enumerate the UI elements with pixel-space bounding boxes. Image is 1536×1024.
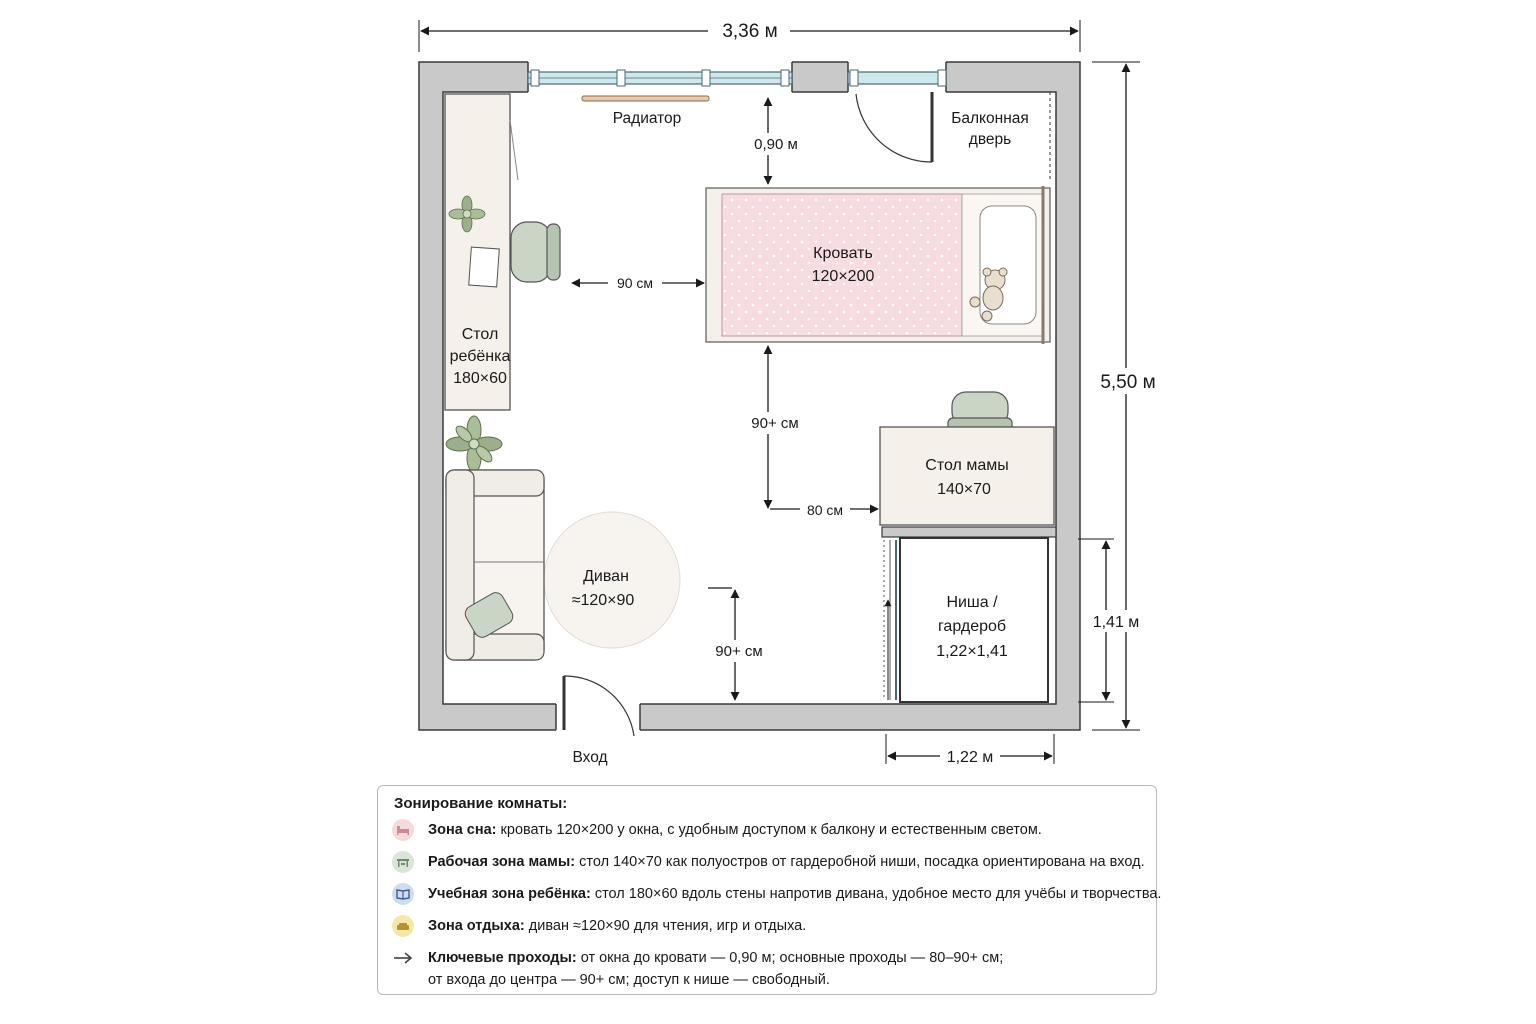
sofa-icon xyxy=(392,915,414,937)
niche-label-1: Ниша / xyxy=(946,594,998,611)
dim-niche-height: 1,41 м xyxy=(1078,538,1144,703)
dim-window-bed: 0,90 м xyxy=(748,97,808,185)
arrow-right-icon xyxy=(392,947,414,969)
dim-height-total-label: 5,50 м xyxy=(1100,372,1155,393)
teddy-bear-icon xyxy=(969,267,1008,322)
entrance-label: Вход xyxy=(572,749,607,766)
dim-desk-bed: 90 см xyxy=(571,273,705,293)
legend-label-sleep: Зона сна: xyxy=(428,822,497,838)
mom-desk[interactable] xyxy=(879,426,1055,526)
legend-title: Зонирование комнаты: xyxy=(394,795,568,812)
dim-passage-80-label: 80 см xyxy=(807,502,843,518)
legend-text-mom-work: стол 140×70 как полуостров от гардеробно… xyxy=(575,854,1145,870)
dim-entrance-center-label: 90+ см xyxy=(715,643,762,660)
kid-desk[interactable] xyxy=(444,93,519,411)
window xyxy=(527,69,793,87)
mom-desk-label: Стол мамы xyxy=(925,457,1008,474)
mom-desk-size: 140×70 xyxy=(937,481,991,498)
bed-icon xyxy=(392,819,414,841)
balcony-door-frame xyxy=(847,69,947,87)
dim-window-bed-label: 0,90 м xyxy=(754,136,798,153)
entrance-door[interactable] xyxy=(562,675,635,737)
bed-size: 120×200 xyxy=(812,268,875,285)
dim-bed-desk-label: 90+ см xyxy=(751,415,798,432)
dim-width-total-label: 3,36 м xyxy=(722,21,777,42)
dim-niche-height-label: 1,41 м xyxy=(1093,614,1140,631)
legend-label-kid-study: Учебная зона ребёнка: xyxy=(428,886,591,902)
legend-item-mom-work: Рабочая зона мамы: стол 140×70 как полуо… xyxy=(392,851,1145,873)
book-icon xyxy=(392,883,414,905)
legend-label-mom-work: Рабочая зона мамы: xyxy=(428,854,576,870)
bed[interactable] xyxy=(705,186,1051,344)
legend-item-passages: Ключевые проходы: от окна до кровати — 0… xyxy=(392,949,1142,989)
sofa-label: Диван xyxy=(583,568,629,585)
legend-item-kid-study: Учебная зона ребёнка: стол 180×60 вдоль … xyxy=(392,883,1161,905)
balcony-door-label-2: дверь xyxy=(969,131,1011,148)
niche-size: 1,22×1,41 xyxy=(936,643,1008,660)
kid-desk-label-1: Стол xyxy=(462,326,499,343)
sofa[interactable] xyxy=(445,469,545,661)
legend-item-rest: Зона отдыха: диван ≈120×90 для чтения, и… xyxy=(392,915,1142,937)
legend-text-passages-2: от входа до центра — 90+ см; доступ к ни… xyxy=(428,972,830,988)
niche-label-2: гардероб xyxy=(938,618,1006,635)
zoning-legend: Зонирование комнаты: Зона сна: кровать 1… xyxy=(377,785,1161,995)
kid-chair[interactable] xyxy=(510,221,561,283)
dim-niche-width: 1,22 м xyxy=(885,734,1055,767)
entrance-opening xyxy=(556,702,640,732)
legend-text-rest: диван ≈120×90 для чтения, игр и отдыха. xyxy=(524,918,807,934)
dim-desk-bed-label: 90 см xyxy=(617,275,653,291)
radiator-label: Радиатор xyxy=(613,110,682,127)
legend-text-kid-study: стол 180×60 вдоль стены напротив дивана,… xyxy=(590,886,1162,902)
dim-height-total: 5,50 м xyxy=(1092,61,1160,731)
kid-desk-label-2: ребёнка xyxy=(450,348,511,365)
balcony-door-label-1: Балконная xyxy=(951,110,1029,127)
plant-icon xyxy=(448,195,486,233)
dim-entrance-center: 90+ см xyxy=(706,587,770,701)
notebook-icon xyxy=(468,246,500,288)
dim-bed-desk: 90+ см xyxy=(744,345,806,509)
desk-icon xyxy=(392,851,414,873)
kid-desk-label-3: 180×60 xyxy=(453,370,507,387)
balcony-door[interactable] xyxy=(855,92,1051,182)
dim-width-total: 3,36 м xyxy=(418,18,1081,52)
sofa-size: ≈120×90 xyxy=(572,592,635,609)
mom-chair[interactable] xyxy=(947,391,1013,431)
legend-label-passages: Ключевые проходы: xyxy=(428,950,577,966)
niche-wardrobe[interactable] xyxy=(881,526,1057,703)
large-plant-icon xyxy=(445,415,503,473)
bed-label: Кровать xyxy=(813,245,873,262)
cushion xyxy=(464,592,514,638)
dim-passage-80: 80 см xyxy=(770,499,879,519)
radiator xyxy=(581,95,710,102)
legend-item-sleep: Зона сна: кровать 120×200 у окна, с удоб… xyxy=(392,819,1142,841)
legend-label-rest: Зона отдыха: xyxy=(428,918,525,934)
legend-text-sleep: кровать 120×200 у окна, с удобным доступ… xyxy=(496,822,1042,838)
floor-plan: Радиатор Балконная дверь Стол ребёнка 18… xyxy=(418,18,1160,767)
legend-text-passages-1: от окна до кровати — 0,90 м; основные пр… xyxy=(576,950,1004,966)
dim-niche-width-label: 1,22 м xyxy=(947,749,994,766)
